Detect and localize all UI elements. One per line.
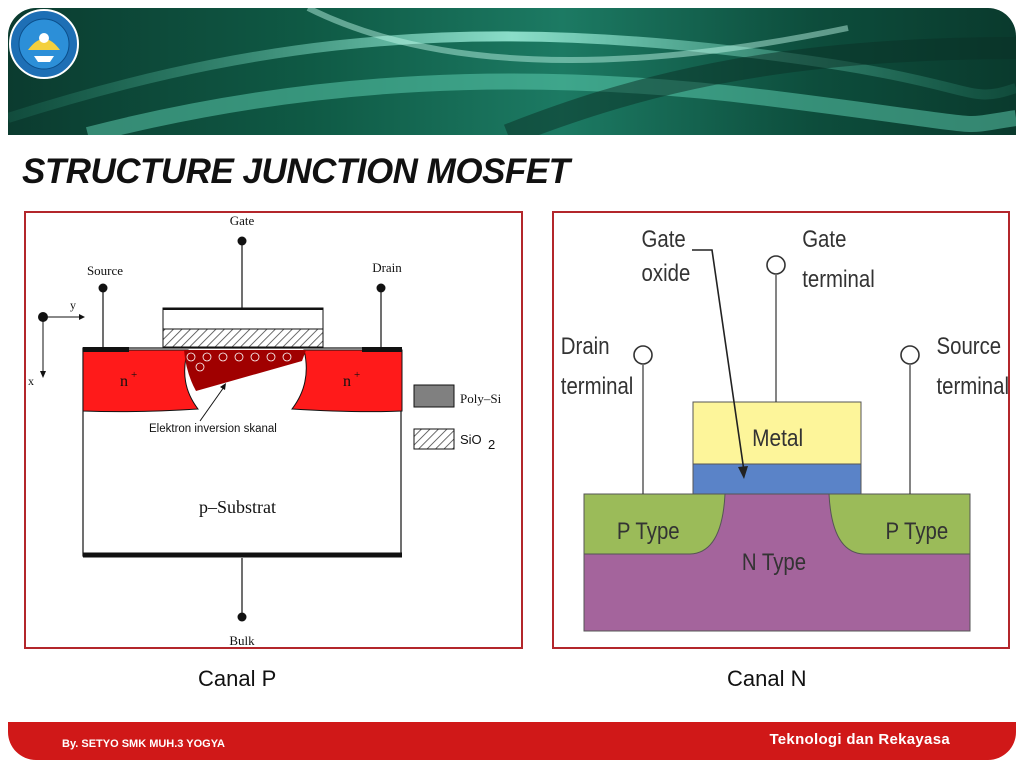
- inversion-channel: [184, 350, 306, 391]
- mosfet-cross-section-right: Gate oxide Gate terminal Drain terminal …: [552, 211, 1010, 649]
- n-plus-left-label: n: [120, 373, 128, 390]
- header-banner: [8, 8, 1016, 135]
- drain-terminal-label-line1: Drain: [561, 332, 610, 359]
- bulk-label: Bulk: [229, 633, 255, 647]
- source-label: Source: [87, 263, 123, 278]
- p-type-right-region: [828, 493, 971, 555]
- mosfet-cross-section-left: Gate Source Drain y x n + n + Elektron i…: [24, 211, 523, 649]
- legend-poly-label: Poly–Si: [460, 391, 502, 406]
- axis-y-label: y: [70, 298, 76, 312]
- n-type-label: N Type: [742, 548, 806, 575]
- gate-oxide-layer: [692, 463, 862, 495]
- gate-terminal-dot: [237, 236, 247, 246]
- p-type-left-region: [583, 493, 726, 555]
- sio2-gate-oxide: [162, 328, 324, 348]
- electron-inversion-label: Elektron inversion skanal: [149, 423, 277, 435]
- source-terminal-circle: [900, 345, 920, 365]
- source-terminal-label-line1: Source: [937, 332, 1002, 359]
- metal-gate: [692, 401, 862, 465]
- n-plus-right-superscript: +: [354, 369, 360, 381]
- gate-oxide-arrow: [692, 249, 745, 472]
- gate-label: Gate: [230, 213, 255, 228]
- electron-symbols: [186, 352, 292, 372]
- p-type-left-label: P Type: [617, 517, 680, 544]
- drain-terminal-circle: [633, 345, 653, 365]
- legend-poly-swatch: [413, 384, 455, 408]
- source-terminal-label-line2: terminal: [937, 372, 1009, 399]
- axis-x-label: x: [28, 374, 34, 388]
- n-plus-source-region: [82, 349, 199, 413]
- banner-swirl-graphic: [8, 8, 1016, 135]
- gate-oxide-label-line2: oxide: [642, 259, 691, 286]
- n-plus-drain-region: [291, 349, 403, 413]
- source-terminal-dot: [98, 283, 108, 293]
- n-plus-left-superscript: +: [131, 369, 137, 381]
- drain-terminal-dot: [376, 283, 386, 293]
- substrate-label: p–Substrat: [199, 497, 276, 517]
- caption-canal-p: Canal P: [198, 666, 277, 691]
- gate-terminal-label-line1: Gate: [802, 225, 846, 252]
- gate-terminal-label-line2: terminal: [802, 265, 875, 292]
- drain-terminal-label-line2: terminal: [561, 372, 634, 399]
- bulk-terminal-dot: [237, 612, 247, 622]
- legend-oxide-swatch: [413, 428, 455, 450]
- gate-oxide-label-line1: Gate: [642, 225, 686, 252]
- footer-bar: By. SETYO SMK MUH.3 YOGYA Teknologi dan …: [8, 722, 1016, 760]
- poly-si-gate: [162, 307, 324, 330]
- p-type-right-label: P Type: [886, 517, 949, 544]
- metal-label: Metal: [752, 425, 803, 452]
- footer-author: By. SETYO SMK MUH.3 YOGYA: [62, 738, 226, 750]
- footer-subject: Teknologi dan Rekayasa: [769, 731, 950, 748]
- drain-label: Drain: [372, 260, 402, 275]
- school-emblem-logo: [9, 9, 79, 79]
- caption-canal-n: Canal N: [727, 666, 807, 691]
- legend-oxide-subscript: 2: [488, 437, 495, 452]
- slide-title: STRUCTURE JUNCTION MOSFET: [22, 152, 570, 191]
- legend-oxide-label: SiO: [460, 432, 482, 447]
- gate-terminal-circle: [766, 255, 786, 275]
- n-plus-right-label: n: [343, 373, 351, 390]
